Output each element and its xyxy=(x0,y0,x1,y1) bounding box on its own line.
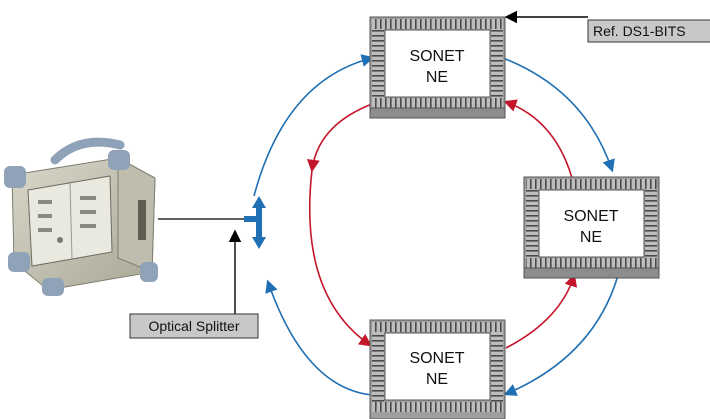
ne-right-label-line1: SONET xyxy=(563,208,618,225)
ring-inner-red xyxy=(307,99,577,349)
sonet-ne-right: SONET NE xyxy=(523,176,660,279)
ref-clock-label-box xyxy=(587,19,710,43)
ref-clock-label: Ref. DS1-BITS xyxy=(593,23,686,39)
ne-bottom-label-line2: NE xyxy=(426,371,448,388)
splitter-label: Optical Splitter xyxy=(148,318,239,334)
ne-top-label-line1: SONET xyxy=(409,48,464,65)
splitter-label-box xyxy=(129,313,259,339)
ring-outer-blue xyxy=(253,54,621,396)
ne-right-label-line2: NE xyxy=(580,229,602,246)
splitter-callout: Optical Splitter xyxy=(129,229,259,339)
sonet-ne-top: SONET NE xyxy=(369,16,506,119)
ne-bottom-label-line1: SONET xyxy=(409,350,464,367)
ne-top-label-line2: NE xyxy=(426,69,448,86)
optical-splitter-icon xyxy=(244,196,266,249)
test-set-icon xyxy=(4,137,158,296)
sonet-ne-bottom: SONET NE xyxy=(369,319,506,419)
ref-clock-callout: Ref. DS1-BITS xyxy=(504,10,710,43)
